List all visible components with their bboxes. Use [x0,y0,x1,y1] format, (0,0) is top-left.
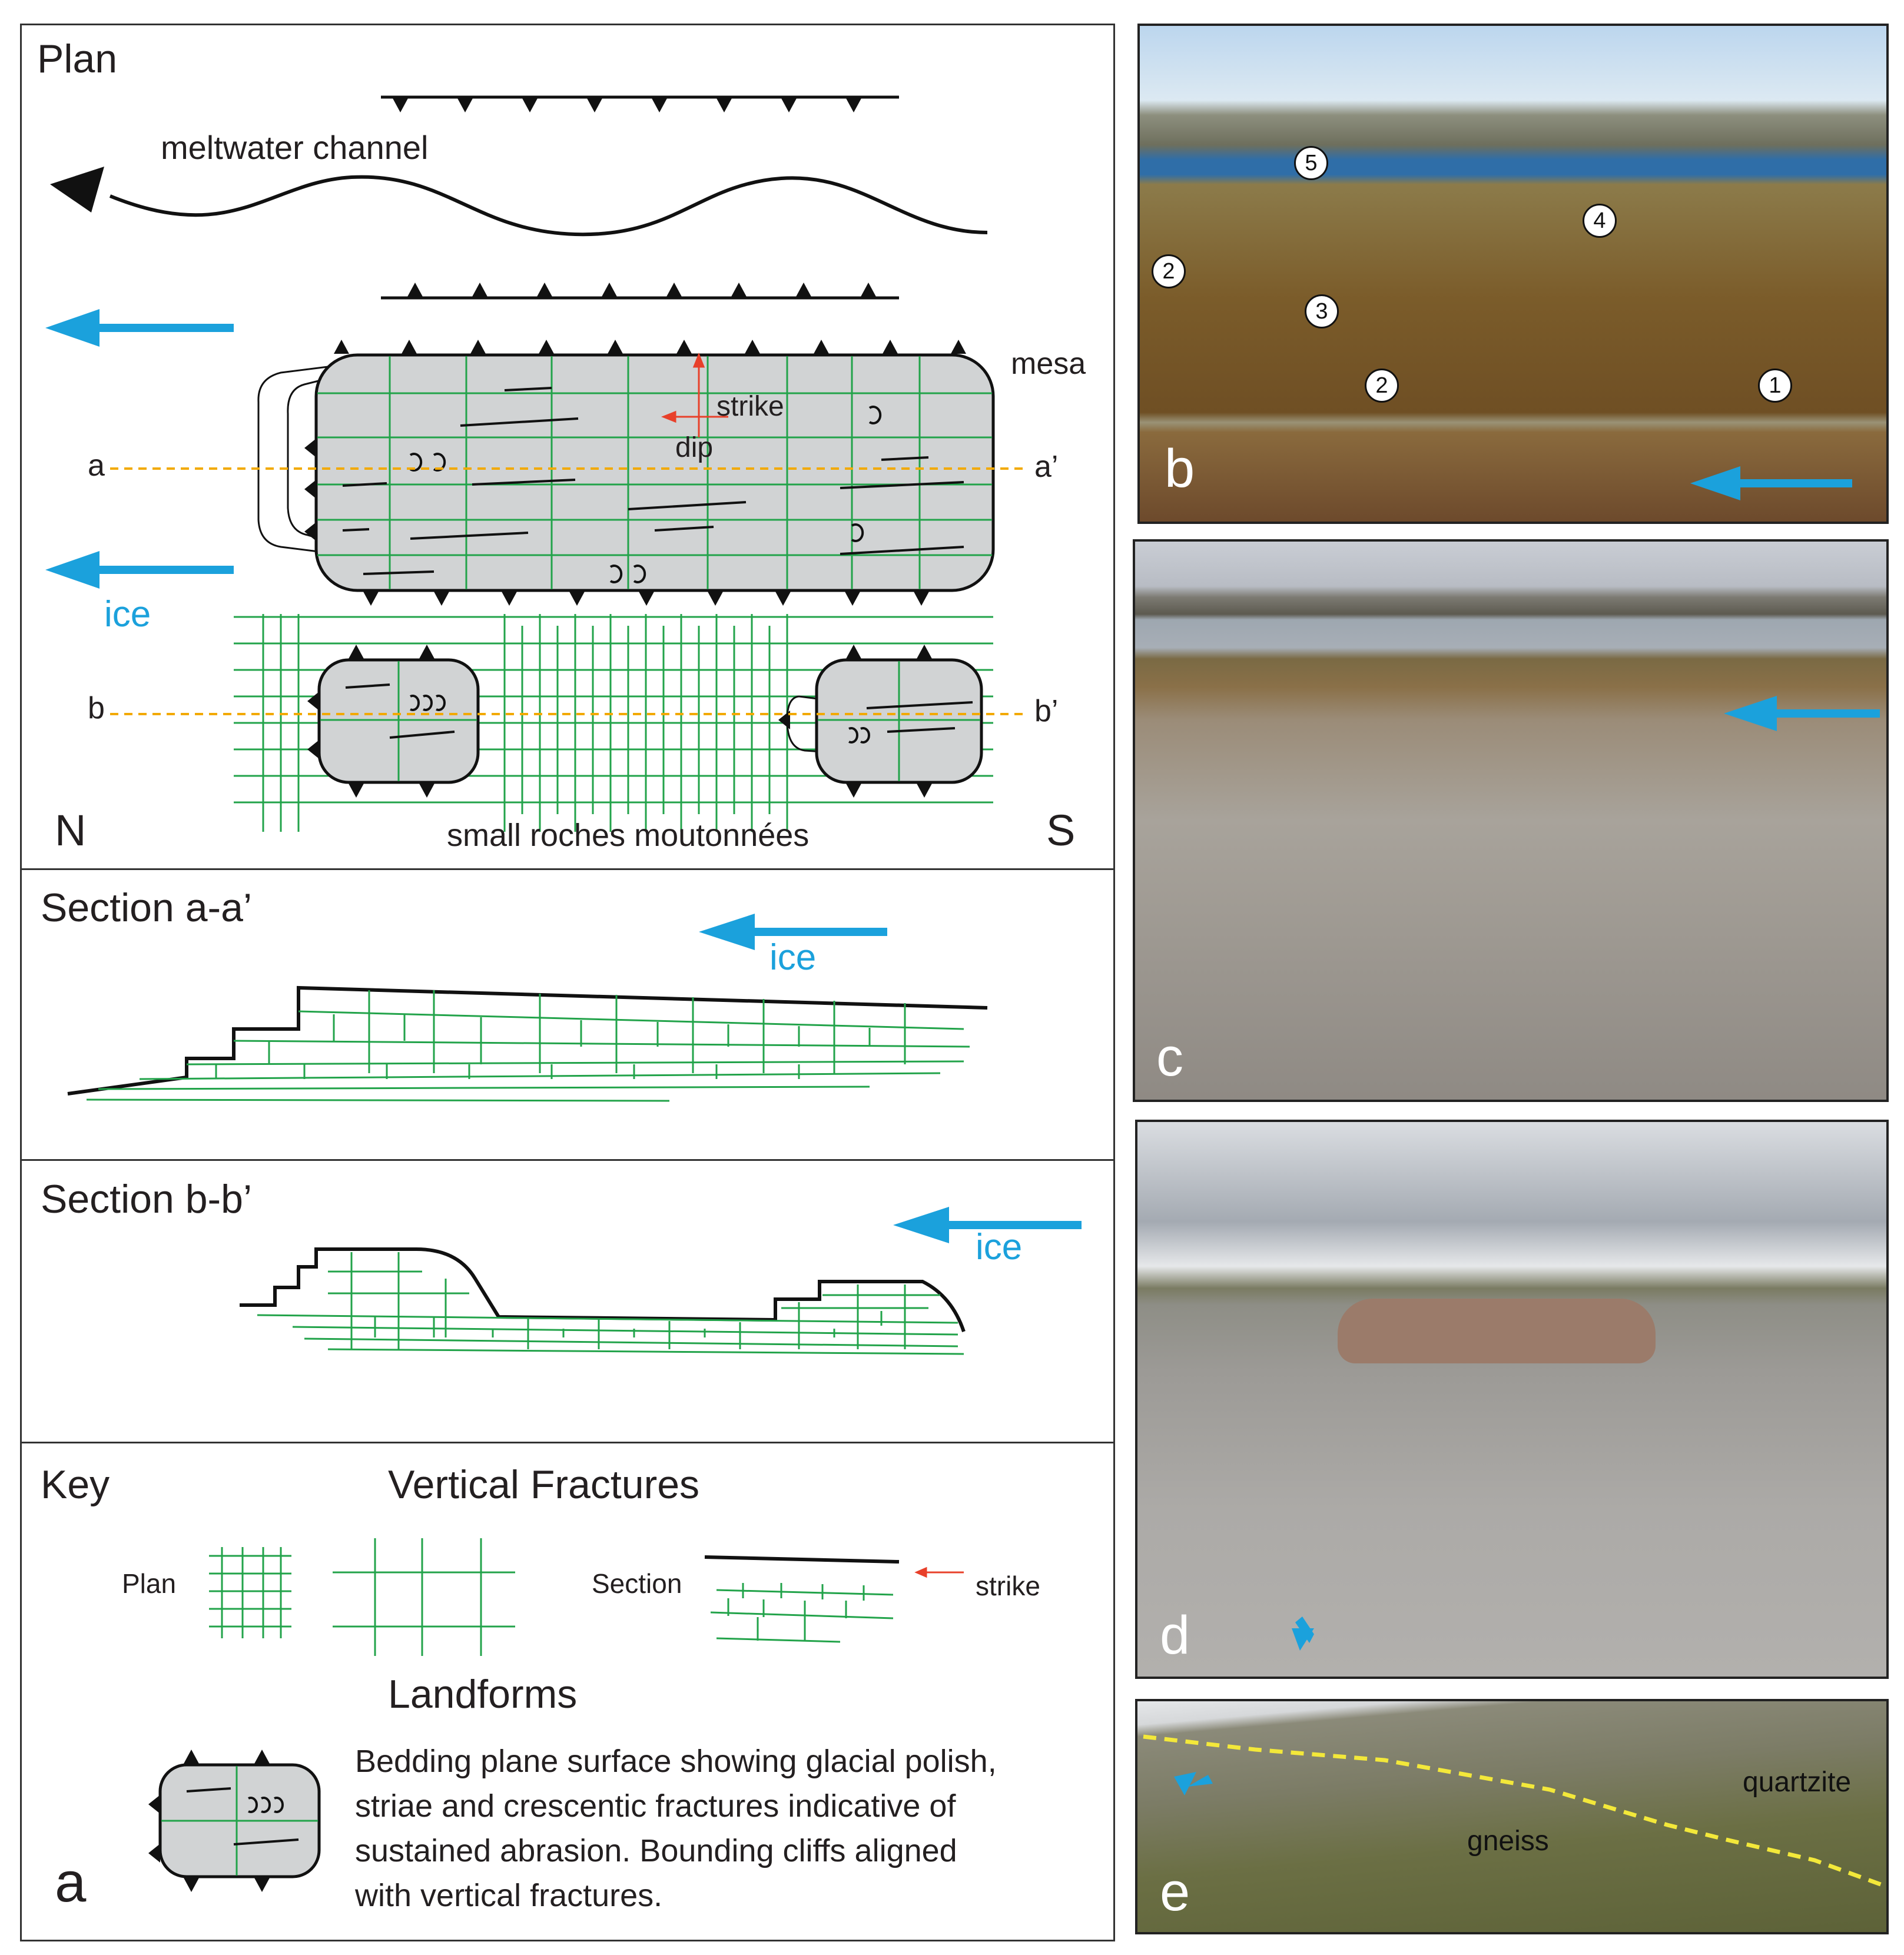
plan-ice-label: ice [104,594,151,635]
strike-label: strike [717,391,784,422]
section-a-start-label: a [88,449,105,483]
section-b-diagram [240,1207,1082,1355]
photo-b-marker-1: 1 [1758,369,1792,403]
landforms-title: Landforms [388,1672,578,1717]
landform-description-line-4: with vertical fractures. [355,1878,663,1913]
panel-a-label: a [55,1851,87,1914]
landform-description-line-2: striae and crescentic fractures indicati… [355,1788,956,1824]
small-roches-moutonnees-label: small roches moutonnées [447,818,810,853]
key-strike-label: strike [976,1571,1040,1601]
section-b-start-label: b [88,691,105,725]
photo-b-marker-2-left: 2 [1152,254,1186,288]
plan-diagram [45,95,1023,832]
meltwater-channel-label: meltwater channel [161,129,429,166]
photo-e-gneiss-label: gneiss [1467,1825,1549,1857]
photo-d-arrow [1292,1617,1314,1651]
key-landform-symbol [148,1750,321,1892]
key-title: Key [41,1462,110,1507]
photo-c: c [1133,539,1889,1102]
photo-b: 5 4 2 3 2 1 b [1137,24,1889,524]
diagram-panel-a: Plan meltwater channel mesa strike dip i… [20,24,1115,1941]
plan-title: Plan [37,36,118,81]
dip-label: dip [675,432,714,463]
key-fracture-symbols [209,1538,964,1656]
section-b-end-label: b’ [1034,694,1059,728]
landform-description-line-1: Bedding plane surface showing glacial po… [355,1744,997,1779]
divider-section-key [22,1442,1113,1443]
section-a-title: Section a-a’ [41,885,253,930]
photo-e-label: e [1160,1862,1190,1922]
photo-b-marker-4: 4 [1583,204,1617,238]
photo-b-arrow [1690,466,1852,500]
section-a-ice-label: ice [769,937,817,978]
divider-sections [22,1159,1113,1161]
mesa-label: mesa [1011,347,1086,381]
photo-c-arrow [1724,696,1880,731]
photo-c-label: c [1156,1027,1183,1087]
section-b-title: Section b-b’ [41,1177,253,1222]
south-label: S [1046,806,1076,855]
section-a-end-label: a’ [1034,450,1059,484]
photo-d: d [1135,1120,1889,1679]
key-plan-label: Plan [122,1568,177,1599]
key-section-label: Section [592,1568,682,1599]
divider-plan-section [22,868,1113,870]
vertical-fractures-title: Vertical Fractures [388,1462,700,1507]
photo-e-quartzite-label: quartzite [1743,1767,1852,1798]
photo-e: quartzite gneiss e [1135,1699,1889,1934]
photo-d-label: d [1160,1605,1190,1665]
photo-d-boulders [1338,1299,1656,1363]
north-label: N [55,806,87,855]
photo-b-marker-2: 2 [1365,369,1399,403]
landform-description-line-3: sustained abrasion. Bounding cliffs alig… [355,1833,957,1868]
photo-b-marker-3: 3 [1305,294,1339,328]
photo-b-label: b [1165,439,1195,499]
section-b-ice-label: ice [976,1227,1023,1267]
photo-e-overlay [1143,1734,1883,1887]
photo-b-marker-5: 5 [1294,146,1328,180]
section-a-diagram [67,914,988,1102]
